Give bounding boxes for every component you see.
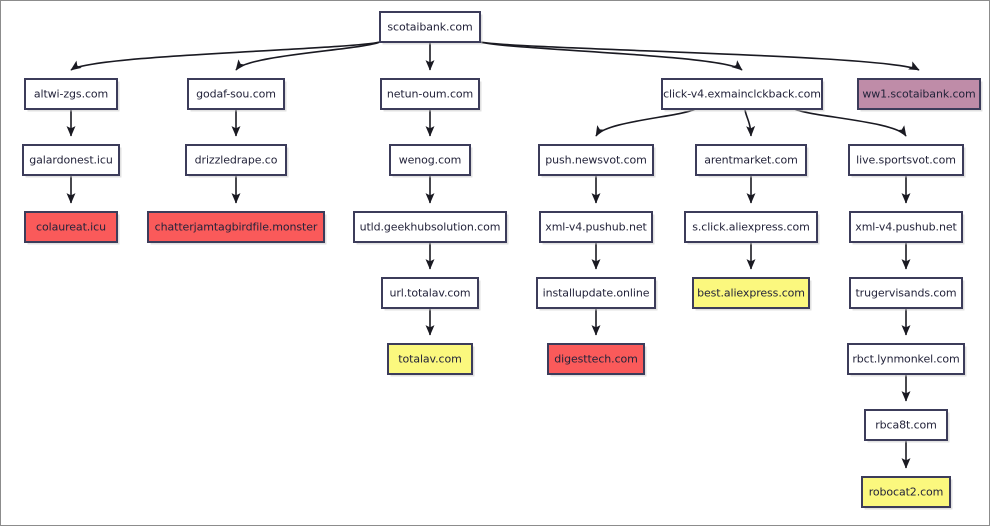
node-galardonest[interactable]: galardonest.icu bbox=[22, 144, 122, 178]
node-altwi[interactable]: altwi-zgs.com bbox=[24, 78, 120, 112]
node-box[interactable] bbox=[692, 277, 810, 309]
node-box[interactable] bbox=[857, 78, 981, 110]
node-xmlv4b[interactable]: xml-v4.pushub.net bbox=[849, 211, 965, 245]
node-box[interactable] bbox=[861, 476, 951, 508]
node-pushnews[interactable]: push.newsvot.com bbox=[538, 144, 656, 178]
node-box[interactable] bbox=[379, 11, 481, 43]
node-colaureat[interactable]: colaureat.icu bbox=[24, 211, 120, 245]
node-root[interactable]: scotaibank.com bbox=[379, 11, 483, 45]
node-wenog[interactable]: wenog.com bbox=[389, 144, 473, 178]
node-totalav[interactable]: totalav.com bbox=[387, 343, 475, 377]
node-box[interactable] bbox=[389, 144, 471, 176]
node-box[interactable] bbox=[24, 211, 118, 243]
node-arent[interactable]: arentmarket.com bbox=[695, 144, 809, 178]
node-box[interactable] bbox=[387, 343, 473, 375]
node-box[interactable] bbox=[380, 78, 480, 110]
node-box[interactable] bbox=[847, 343, 965, 375]
edge-root-to-altwi bbox=[70, 41, 381, 71]
node-box[interactable] bbox=[353, 211, 507, 243]
node-box[interactable] bbox=[661, 78, 823, 110]
node-utld[interactable]: utld.geekhubsolution.com bbox=[353, 211, 509, 245]
node-box[interactable] bbox=[185, 144, 287, 176]
node-netun[interactable]: netun-oum.com bbox=[380, 78, 482, 112]
node-box[interactable] bbox=[849, 277, 963, 309]
node-box[interactable] bbox=[536, 277, 656, 309]
edge-root-to-godaf bbox=[235, 41, 381, 71]
node-chatterjam[interactable]: chatterjamtagbirdfile.monster bbox=[147, 211, 327, 245]
node-godaf[interactable]: godaf-sou.com bbox=[187, 78, 287, 112]
node-truger[interactable]: trugervisands.com bbox=[849, 277, 965, 311]
node-box[interactable] bbox=[695, 144, 807, 176]
node-sclick[interactable]: s.click.aliexpress.com bbox=[684, 211, 820, 245]
node-box[interactable] bbox=[24, 78, 118, 110]
node-box[interactable] bbox=[848, 144, 964, 176]
edge-root-to-clickv4 bbox=[479, 41, 743, 71]
node-rbct[interactable]: rbct.lynmonkel.com bbox=[847, 343, 967, 377]
node-box[interactable] bbox=[22, 144, 120, 176]
node-box[interactable] bbox=[187, 78, 285, 110]
node-xmlv4a[interactable]: xml-v4.pushub.net bbox=[539, 211, 655, 245]
edge-clickv4-to-livesports bbox=[794, 108, 907, 137]
node-box[interactable] bbox=[547, 343, 645, 375]
node-box[interactable] bbox=[684, 211, 818, 243]
node-clickv4[interactable]: click-v4.exmainclckback.com bbox=[661, 78, 825, 112]
edge-root-to-ww1 bbox=[479, 41, 920, 71]
edge-clickv4-to-arent bbox=[744, 108, 756, 137]
node-box[interactable] bbox=[539, 211, 653, 243]
node-box[interactable] bbox=[538, 144, 654, 176]
edge-clickv4-to-pushnews bbox=[595, 108, 696, 137]
node-box[interactable] bbox=[147, 211, 325, 243]
node-robocat2[interactable]: robocat2.com bbox=[861, 476, 953, 510]
node-ww1[interactable]: ww1.scotaibank.com bbox=[857, 78, 983, 112]
node-box[interactable] bbox=[864, 409, 948, 441]
node-urltotalav[interactable]: url.totalav.com bbox=[381, 277, 481, 311]
node-livesports[interactable]: live.sportsvot.com bbox=[848, 144, 966, 178]
node-drizzle[interactable]: drizzledrape.co bbox=[185, 144, 289, 178]
node-digesttech[interactable]: digesttech.com bbox=[547, 343, 647, 377]
node-box[interactable] bbox=[381, 277, 479, 309]
node-bestali[interactable]: best.aliexpress.com bbox=[692, 277, 812, 311]
node-layer: scotaibank.com altwi-zgs.com godaf-sou.com… bbox=[22, 11, 983, 510]
node-installupd[interactable]: installupdate.online bbox=[536, 277, 658, 311]
node-box[interactable] bbox=[849, 211, 963, 243]
node-rbca8t[interactable]: rbca8t.com bbox=[864, 409, 950, 443]
